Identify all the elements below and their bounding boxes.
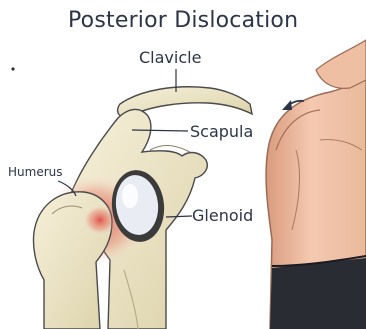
human-torso xyxy=(266,40,366,329)
diagram-title: Posterior Dislocation xyxy=(68,10,298,32)
glenoid-label: Glenoid xyxy=(192,208,253,224)
speck-dot xyxy=(11,67,14,70)
clavicle-label: Clavicle xyxy=(139,50,201,66)
humerus-label: Humerus xyxy=(8,166,63,178)
scapula-label: Scapula xyxy=(190,124,253,140)
